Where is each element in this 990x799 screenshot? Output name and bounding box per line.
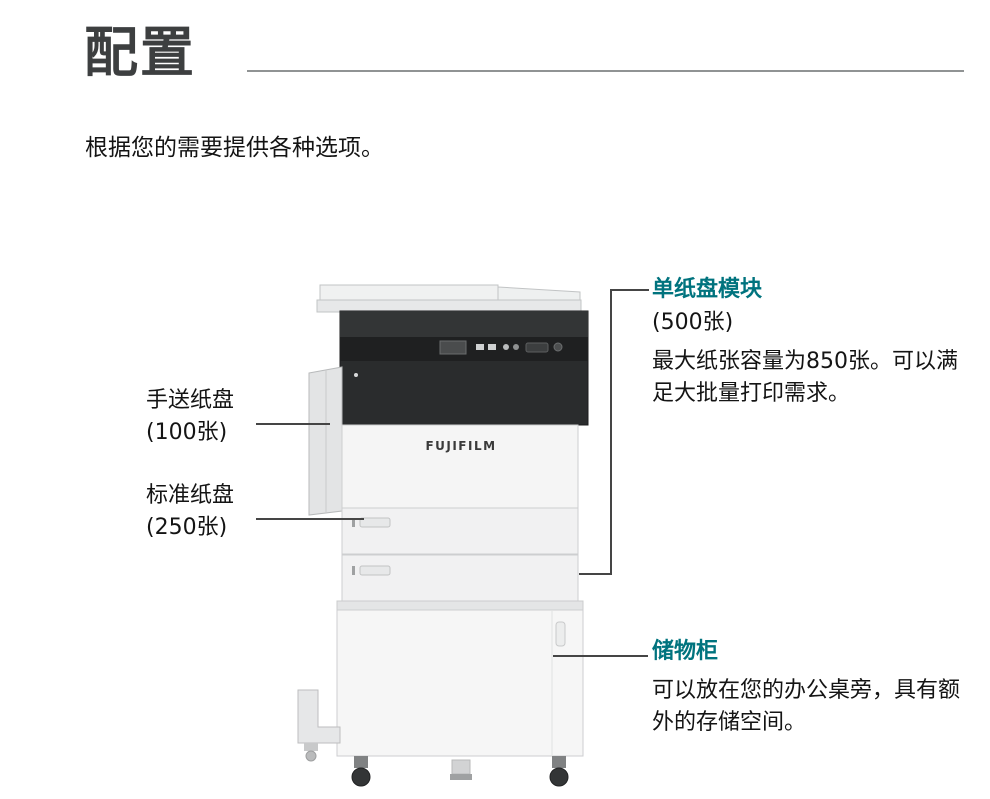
printer-illustration: FUJIFILM	[297, 284, 589, 787]
leader-line-bypass	[256, 423, 330, 425]
base-plate	[336, 600, 584, 611]
leader-line-tray-module-top	[611, 289, 649, 291]
panel-key-1	[476, 344, 484, 350]
callout-tray-module-title: 单纸盘模块	[652, 277, 763, 302]
callout-cabinet: 储物柜 可以放在您的办公桌旁，具有额外的存储空间。	[652, 637, 974, 739]
callout-bypass-capacity: (100张)	[146, 420, 228, 445]
panel-button-2	[513, 344, 519, 350]
adf-base	[316, 299, 582, 313]
stabilizer-bracket	[297, 689, 341, 744]
callout-bypass-tray: 手送纸盘 (100张)	[146, 385, 234, 449]
printer-body	[341, 424, 579, 509]
display-screen	[439, 340, 467, 355]
paper-tray-1	[341, 507, 579, 555]
callout-tray-module: 单纸盘模块 (500张) 最大纸张容量为850张。可以满足大批量打印需求。	[652, 275, 964, 410]
caster-wheel-right	[549, 767, 569, 787]
status-led	[354, 373, 358, 377]
storage-cabinet	[336, 609, 584, 757]
title-rule	[247, 70, 964, 72]
tray-1-handle	[359, 517, 391, 528]
page-title: 配置	[84, 21, 196, 84]
page-subtitle: 根据您的需要提供各种选项。	[85, 135, 384, 161]
caster-bracket-left	[354, 756, 368, 768]
stabilizer-foot	[304, 743, 318, 751]
panel-button-1	[503, 344, 509, 350]
leader-line-tray-module-bottom	[579, 573, 612, 575]
callout-standard-label: 标准纸盘	[146, 483, 235, 508]
callout-standard-tray: 标准纸盘 (250张)	[146, 480, 234, 544]
caster-bracket-right	[552, 756, 566, 768]
caster-wheel-left	[351, 767, 371, 787]
callout-cabinet-title: 储物柜	[652, 639, 719, 664]
printer-brand-logo: FUJIFILM	[425, 439, 496, 453]
adf-lid	[319, 284, 499, 303]
callout-tray-module-description: 最大纸张容量为850张。可以满足大批量打印需求。	[652, 349, 958, 406]
callout-bypass-label: 手送纸盘	[146, 388, 235, 413]
panel-key-2	[488, 344, 496, 350]
scanner-top-surface	[340, 311, 588, 337]
keypad-block	[525, 342, 549, 353]
leveling-foot	[451, 759, 471, 775]
callout-cabinet-description: 可以放在您的办公桌旁，具有额外的存储空间。	[652, 678, 961, 735]
callout-tray-module-capacity: (500张)	[652, 310, 734, 335]
leader-line-tray-module-vertical	[610, 289, 612, 575]
cabinet-handle	[555, 621, 566, 647]
tray-2-mark	[352, 566, 355, 575]
tray-1-mark	[352, 518, 355, 527]
stabilizer-wheel	[305, 750, 317, 762]
leveling-foot-base	[450, 774, 472, 780]
tray-2-handle	[359, 565, 391, 576]
leader-line-standard	[256, 518, 364, 520]
leader-line-cabinet	[553, 655, 648, 657]
callout-standard-capacity: (250张)	[146, 515, 228, 540]
start-button	[553, 342, 563, 352]
paper-tray-2	[341, 554, 579, 602]
